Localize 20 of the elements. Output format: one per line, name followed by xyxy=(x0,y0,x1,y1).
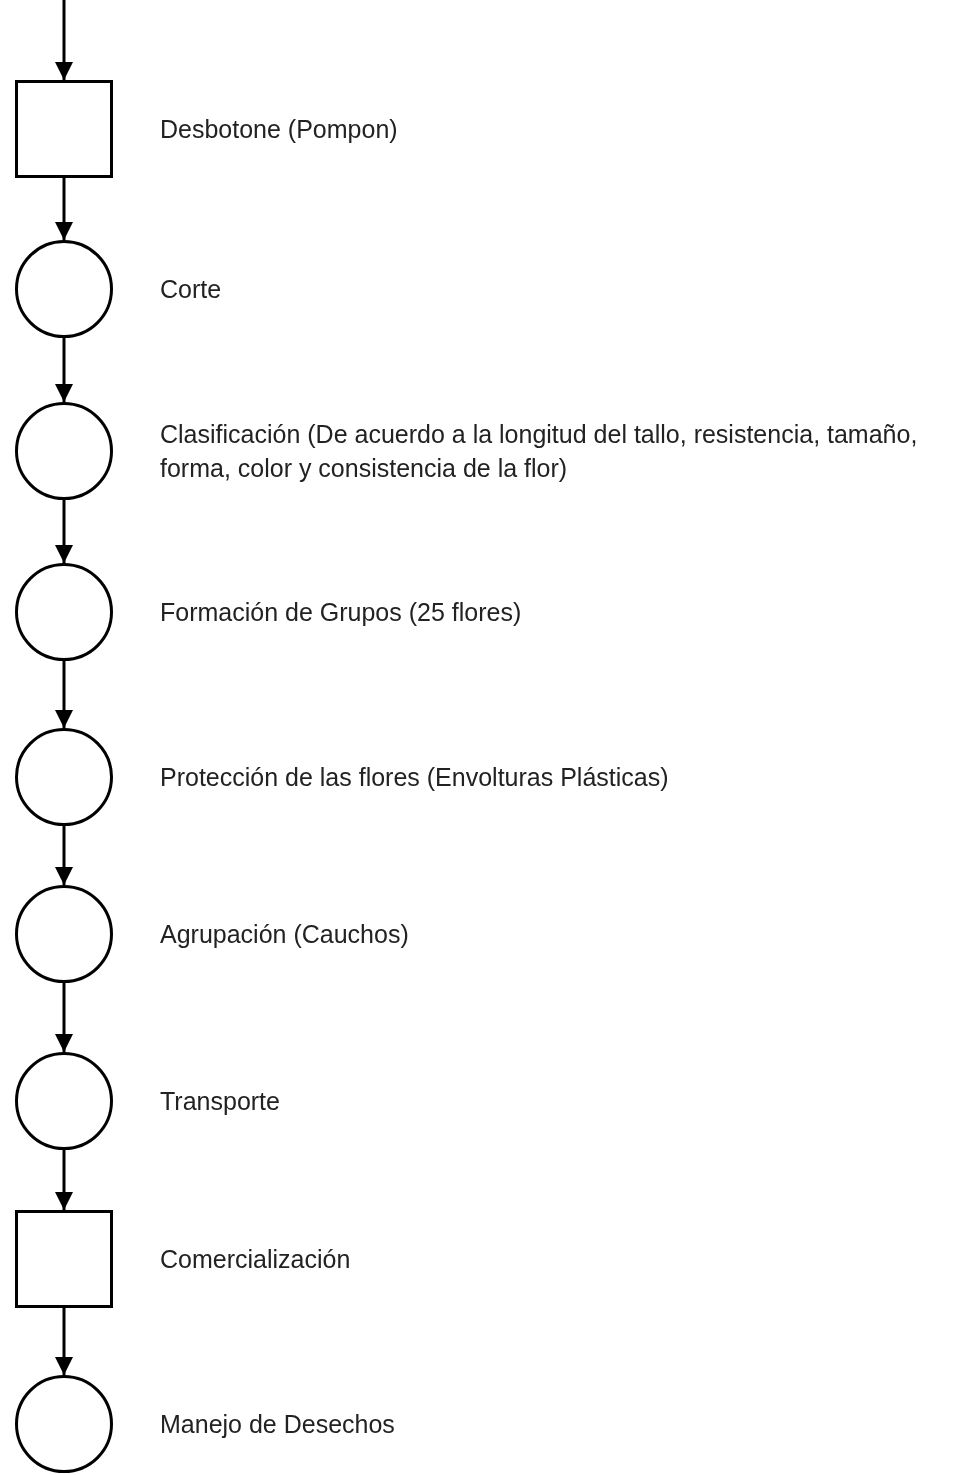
step-label: Transporte xyxy=(160,1086,281,1117)
step-label: Formación de Grupos (25 flores) xyxy=(160,597,523,628)
step-label: Manejo de Desechos xyxy=(160,1409,396,1440)
arrow xyxy=(55,826,73,885)
step-label: Agrupación (Cauchos) xyxy=(160,919,410,950)
arrow xyxy=(55,178,73,240)
arrow xyxy=(55,983,73,1052)
arrow xyxy=(55,1308,73,1375)
arrow xyxy=(55,0,73,80)
step-label: Comercialización xyxy=(160,1244,352,1275)
process-box xyxy=(15,80,113,178)
process-box xyxy=(15,1210,113,1308)
arrow xyxy=(55,338,73,402)
arrow xyxy=(55,661,73,728)
arrow xyxy=(55,1150,73,1210)
arrow xyxy=(55,500,73,563)
step-label: Clasificación (De acuerdo a la longitud del tallo, resistencia, tamaño, forma, color y consistencia de la flor) xyxy=(160,419,919,484)
step-label: Corte xyxy=(160,274,223,305)
step-label: Protección de las flores (Envolturas Plásticas) xyxy=(160,762,670,793)
step-label: Desbotone (Pompon) xyxy=(160,114,399,145)
